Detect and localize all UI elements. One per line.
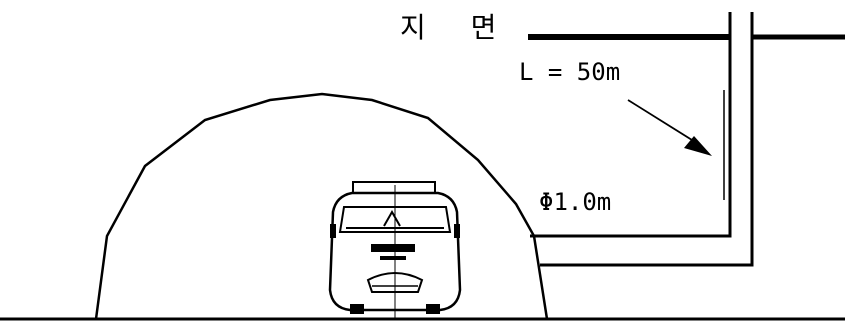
train-front — [328, 181, 462, 318]
tunnel-arch — [94, 92, 549, 320]
ground-surface-label: 지 면 — [400, 11, 511, 44]
ventilation-shaft — [530, 12, 754, 267]
length-arrow-head — [684, 136, 712, 156]
length-arrow-line — [627, 99, 701, 146]
shaft-length-label: L = 50m — [519, 58, 621, 86]
shaft-diameter-label: Φ1.0m — [539, 188, 612, 216]
